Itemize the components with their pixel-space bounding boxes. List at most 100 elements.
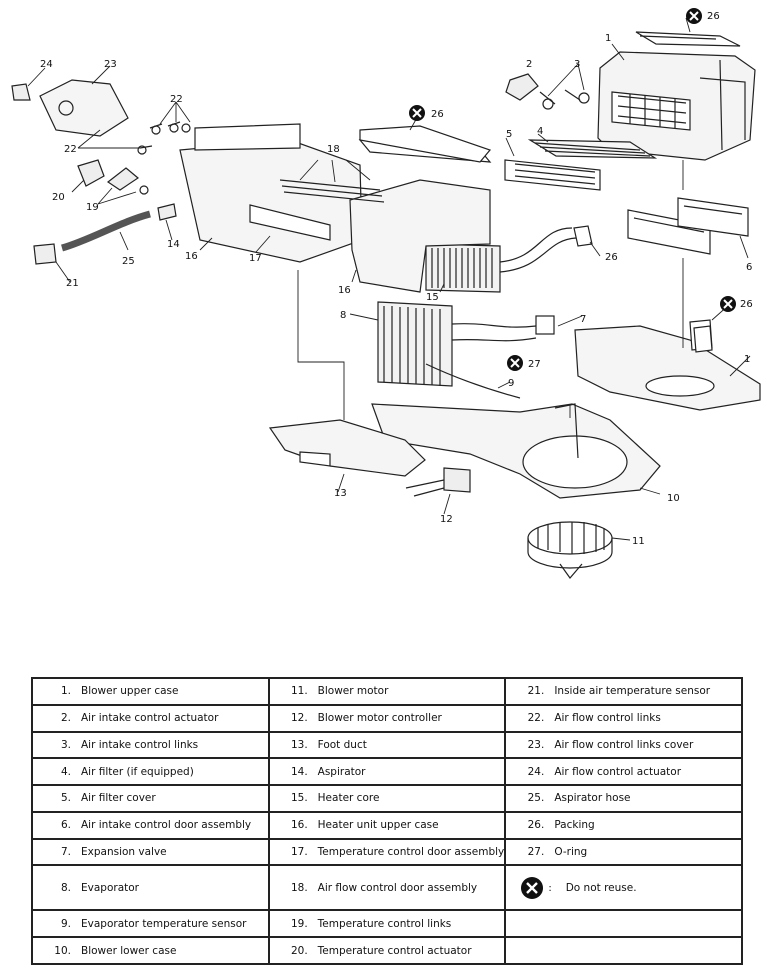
legend-cell: [504, 936, 743, 965]
legend-label: Packing: [554, 819, 595, 832]
legend-label: Aspirator: [317, 765, 366, 778]
legend-number: 13.: [290, 738, 308, 751]
legend-label: Air filter cover: [81, 792, 156, 805]
blower-motor-controller-part: [405, 467, 471, 497]
sensor-wire-part: [425, 363, 521, 399]
legend-row: 9. Evaporator temperature sensor 19. Temper…: [31, 909, 743, 939]
evaporator-part: [377, 301, 555, 387]
legend-number: 24.: [527, 765, 545, 778]
legend-cell: 5. Air filter cover: [31, 784, 270, 813]
packing-part: [359, 125, 713, 353]
legend-label: Foot duct: [317, 738, 367, 751]
legend-number: 2.: [60, 712, 71, 725]
legend-cell: 27.O-ring: [504, 837, 743, 867]
legend-cell: 19. Temperature control links: [267, 909, 507, 939]
exploded-parts-diagram: 1 1 2 3 4 5 6 7 8 9 10 11 12 13 14 15 16…: [11, 8, 761, 579]
legend-number: 26.: [527, 819, 545, 832]
heater-core-part: [425, 227, 577, 293]
legend-cell: 26. Packing: [504, 810, 743, 840]
legend-number: 20.: [290, 944, 308, 957]
callout-10: 10: [667, 493, 680, 504]
legend-label: Air flow control links: [554, 712, 661, 725]
legend-label: Air intake control links: [81, 738, 199, 751]
legend-number: 9.: [60, 917, 71, 930]
callout-7: 7: [580, 314, 586, 325]
legend-cell: 8.Evaporator: [31, 864, 270, 912]
legend-label: Heater unit upper case: [317, 819, 439, 832]
legend-number: 18.: [290, 881, 308, 894]
legend-label: Temperature control actuator: [317, 944, 472, 957]
legend-number: 14.: [290, 765, 308, 778]
legend-label: Air intake control actuator: [81, 712, 219, 725]
callout-19: 19: [86, 202, 99, 213]
legend-label: Temperature control links: [317, 917, 452, 930]
legend-label: Blower motor: [317, 685, 389, 698]
blower-lower-case-part: [268, 403, 661, 499]
legend-number: 8.: [60, 881, 71, 894]
legend-cell: 13. Foot duct: [267, 730, 507, 760]
no-reuse-icon: [521, 876, 544, 899]
no-reuse-markers: [409, 8, 736, 371]
legend-number: 1.: [60, 685, 71, 698]
legend-cell: 22. Air flow control links: [504, 703, 743, 733]
legend-label: Aspirator hose: [554, 792, 631, 805]
legend-number: 19.: [290, 917, 308, 930]
legend-cell: :Do not reuse.: [504, 864, 743, 912]
legend-cell: 4. Air filter (if equipped): [31, 757, 270, 787]
legend-cell: 16. Heater unit upper case: [267, 810, 507, 840]
callout-15: 15: [426, 292, 439, 303]
legend-cell: 25. Aspirator hose: [504, 784, 743, 813]
legend-cell: 2. Air intake control actuator: [31, 703, 270, 733]
legend-number: 3.: [60, 738, 71, 751]
legend-number: 16.: [290, 819, 308, 832]
callout-2: 2: [526, 59, 532, 70]
legend-label: Blower motor controller: [317, 712, 442, 725]
no-reuse-icon: [720, 296, 736, 312]
legend-number: 21.: [527, 685, 545, 698]
legend-number: 23.: [527, 738, 545, 751]
callout-26b: 26: [431, 109, 444, 120]
legend-label: Evaporator temperature sensor: [81, 917, 247, 930]
legend-cell: 6.Air intake control door assembly: [31, 810, 270, 840]
legend-row: 2. Air intake control actuator 12. Blower m…: [31, 703, 743, 733]
callout-27: 27: [528, 359, 541, 370]
callout-5: 5: [506, 129, 512, 140]
intake-door-assembly-part: [627, 197, 749, 255]
callout-11: 11: [632, 536, 645, 547]
legend-cell: 12. Blower motor controller: [267, 703, 507, 733]
legend-label: Blower upper case: [81, 685, 179, 698]
legend-number: 12.: [290, 712, 308, 725]
legend-cell: 17.Temperature control door assembly: [267, 837, 507, 867]
callout-22: 22: [170, 94, 183, 105]
left-side-parts: [11, 79, 191, 265]
callout-13: 13: [334, 488, 347, 499]
callout-14: 14: [167, 239, 180, 250]
blower-case-side-part: [574, 319, 761, 411]
legend-cell: 3. Air intake control links: [31, 730, 270, 760]
legend-cell: 10.Blower lower case: [31, 936, 270, 965]
legend-row: 10.Blower lower case 20. Temperature contr…: [31, 936, 743, 965]
legend-number: 4.: [60, 765, 71, 778]
legend-colon: :: [548, 882, 552, 894]
legend-number: 17.: [290, 845, 308, 858]
legend-cell: 1. Blower upper case: [31, 677, 270, 706]
callout-labels: 1 1 2 3 4 5 6 7 8 9 10 11 12 13 14 15 16…: [40, 11, 753, 547]
callout-1: 1: [605, 33, 611, 44]
legend-number: 25.: [527, 792, 545, 805]
legend-number: 22.: [527, 712, 545, 725]
legend-number: 10.: [54, 944, 71, 957]
callout-12: 12: [440, 514, 453, 525]
callout-26a: 26: [707, 11, 720, 22]
blower-upper-case-part: [597, 31, 756, 161]
legend-cell: 14. Aspirator: [267, 757, 507, 787]
callout-6: 6: [746, 262, 752, 273]
legend-label: Air intake control door assembly: [81, 819, 252, 832]
legend-label: Expansion valve: [81, 845, 167, 858]
legend-label: Air filter (if equipped): [81, 765, 194, 778]
callout-20: 20: [52, 192, 65, 203]
legend-number: 5.: [60, 792, 71, 805]
legend-number: 15.: [290, 792, 308, 805]
